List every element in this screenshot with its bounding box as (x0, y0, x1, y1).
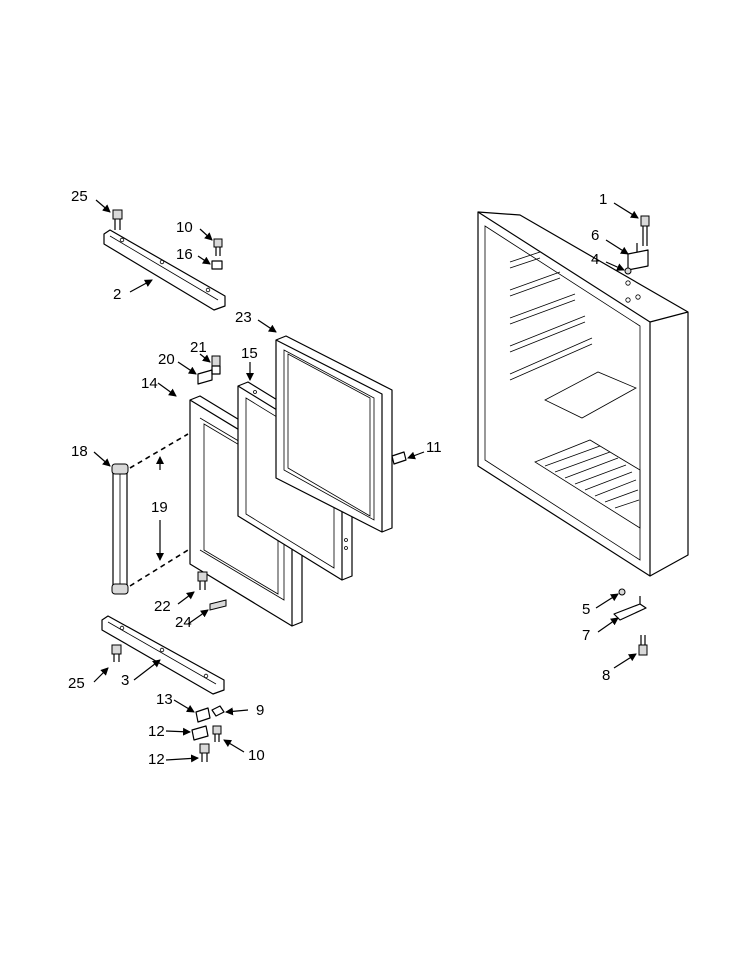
handle-mount-line-bottom (129, 549, 189, 587)
callout-4: 4 (591, 251, 599, 268)
top-door-bracket (103, 229, 226, 311)
top-hinge-pin (211, 260, 223, 270)
callout-2: 2 (113, 286, 121, 303)
callout-12: 12 (148, 751, 165, 768)
callout-25-top: 25 (71, 188, 88, 205)
callout-22: 22 (154, 598, 171, 615)
callout-3: 3 (121, 672, 129, 689)
callout-19: 19 (151, 499, 168, 516)
cabinet (477, 211, 689, 577)
callout-17: 16 (176, 246, 193, 263)
bottom-hinge-bracket (613, 596, 647, 621)
callout-9: 9 (256, 702, 264, 719)
bottom-hinge-screw (638, 635, 648, 656)
callout-10-top: 10 (176, 219, 193, 236)
callout-6: 6 (591, 227, 599, 244)
screw-12 (199, 743, 210, 762)
callout-13: 12 (148, 723, 165, 740)
bottom-bracket-screw (111, 644, 122, 662)
stop-bracket (197, 369, 213, 385)
callout-23: 23 (235, 309, 252, 326)
callout-21: 21 (190, 339, 207, 356)
callout-labels: 25 10 16 2 23 21 15 20 14 18 19 11 22 24… (68, 188, 610, 768)
callout-14: 13 (156, 691, 173, 708)
handle-mount-line-top (129, 433, 189, 469)
callout-7: 7 (582, 627, 590, 644)
top-hinge-washer (624, 267, 632, 275)
top-hinge-screw (640, 215, 650, 246)
callout-1: 1 (599, 191, 607, 208)
bottom-door-bracket (101, 615, 225, 695)
callout-16: 15 (241, 345, 258, 362)
hinge-13 (191, 725, 209, 741)
callout-arrows (93, 199, 639, 763)
callout-8: 8 (602, 667, 610, 684)
callout-15: 14 (141, 375, 158, 392)
bottom-hinge-washer (618, 588, 626, 596)
top-small-screw (213, 238, 223, 256)
callout-11: 11 (426, 439, 442, 456)
callout-25-bottom: 25 (68, 675, 85, 692)
bushing-14 (195, 707, 211, 723)
hinge-screw-10 (212, 725, 222, 742)
callout-20: 20 (158, 351, 175, 368)
door-screw (197, 571, 208, 590)
callout-24: 24 (175, 614, 192, 631)
callout-18: 18 (71, 443, 88, 460)
top-hinge-bracket (627, 243, 649, 271)
door-stop (211, 355, 221, 375)
shim (209, 599, 227, 611)
callout-5: 5 (582, 601, 590, 618)
hinge-pin-9 (211, 705, 225, 717)
door-gasket (275, 335, 393, 533)
top-bracket-screw (112, 209, 123, 230)
callout-10-bottom: 10 (248, 747, 265, 764)
door-handle (111, 463, 129, 595)
gasket-clip (391, 451, 407, 465)
